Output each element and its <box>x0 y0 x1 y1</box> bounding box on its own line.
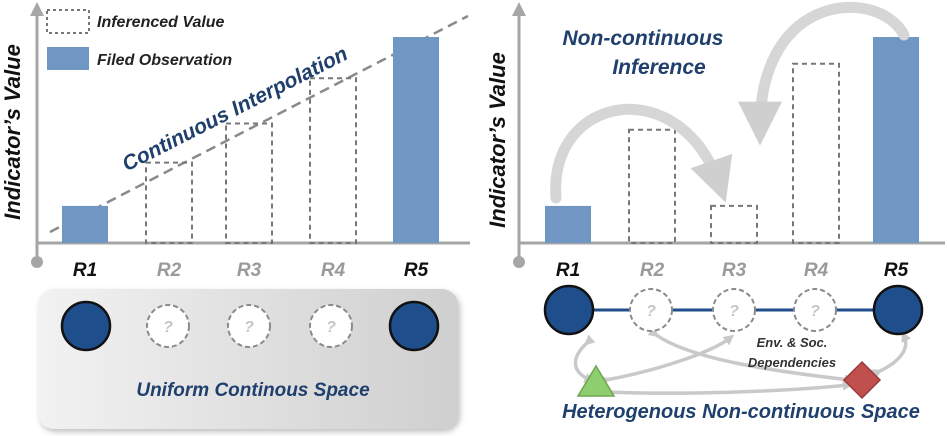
right-bar-r5 <box>873 37 919 243</box>
heterogenous-space-caption: Heterogenous Non-continuous Space <box>562 401 920 423</box>
right-bar-r2 <box>628 128 676 244</box>
graph-node-unknown-2 <box>629 288 673 332</box>
uniform-space-node-question-mark-3: ? <box>244 319 254 336</box>
right-region-label-r3: R3 <box>722 260 747 281</box>
inference-arrow-r1-r3 <box>550 103 733 204</box>
graph-node-unknown-4 <box>793 288 837 332</box>
uniform-space-panel <box>38 289 458 429</box>
right-panel: Indicator’s Value Non-continuous Inferen… <box>485 2 945 423</box>
uniform-space-node-question-mark-2: ? <box>163 319 173 336</box>
environment-triangle-icon <box>576 364 616 397</box>
left-bar-r5 <box>393 37 439 243</box>
uniform-space-node-unknown-4 <box>309 304 353 348</box>
left-region-label-r3: R3 <box>237 260 262 281</box>
right-bar-r4 <box>792 62 840 244</box>
inference-label-line1: Non-continuous <box>563 27 724 50</box>
right-bar-r1 <box>545 205 591 243</box>
left-region-labels: R1 R2 R3 R4 R5 <box>73 260 429 281</box>
right-bar-r3 <box>710 204 758 244</box>
right-region-label-r5: R5 <box>884 260 909 281</box>
left-region-label-r2: R2 <box>157 260 182 281</box>
left-axis-origin-dot <box>31 256 43 268</box>
graph-node-unknown-3 <box>712 288 756 332</box>
inference-arrow-r5-r2 <box>738 2 910 146</box>
dependency-r2-diamond <box>647 326 856 385</box>
left-bar-r1 <box>62 205 108 243</box>
social-diamond-icon <box>842 360 882 400</box>
uniform-space-node-observed-5 <box>388 300 440 352</box>
right-y-axis-label: Indicator’s Value <box>485 52 510 228</box>
left-region-label-r1: R1 <box>73 260 97 281</box>
right-region-label-r4: R4 <box>804 260 829 281</box>
graph-node-question-mark-4: ? <box>810 303 820 320</box>
left-bar-r3 <box>225 122 273 244</box>
left-y-axis-label: Indicator’s Value <box>0 44 25 220</box>
uniform-space-node-unknown-2 <box>146 304 190 348</box>
dependency-label-line1: Env. & Soc. <box>757 335 828 350</box>
left-region-label-r5: R5 <box>404 260 429 281</box>
left-bars <box>62 37 439 244</box>
uniform-space-node-question-mark-4: ? <box>326 319 336 336</box>
right-axis-origin-dot <box>513 256 525 268</box>
dependency-label-line2: Dependencies <box>748 355 836 370</box>
right-region-labels: R1 R2 R3 R4 R5 <box>556 260 909 281</box>
left-bar-r4 <box>309 77 357 244</box>
left-bar-r2 <box>145 161 193 244</box>
graph-nodes: ??? <box>543 284 924 336</box>
right-y-axis-arrow <box>512 2 526 16</box>
graph-node-observed-1 <box>543 284 595 336</box>
graph-node-question-mark-2: ? <box>646 303 656 320</box>
uniform-space-node-observed-1 <box>60 300 112 352</box>
uniform-space-nodes: ??? <box>60 300 440 352</box>
left-panel: Indicator’s Value Inferenced Value Filed… <box>0 2 470 429</box>
legend-inferenced-swatch <box>46 9 90 34</box>
uniform-space-node-unknown-3 <box>227 304 271 348</box>
legend-inferenced-label: Inferenced Value <box>97 14 225 31</box>
right-region-label-r1: R1 <box>556 260 580 281</box>
right-region-label-r2: R2 <box>640 260 665 281</box>
dependency-r1-triangle <box>573 334 596 383</box>
legend-observed-swatch <box>47 47 89 70</box>
graph-node-observed-5 <box>872 284 924 336</box>
uniform-space-caption: Uniform Continous Space <box>136 380 370 401</box>
left-region-label-r4: R4 <box>321 260 346 281</box>
dependency-triangle-diamond <box>600 380 854 398</box>
inference-label-line2: Inference <box>612 56 706 79</box>
left-legend: Inferenced Value Filed Observation <box>46 9 232 70</box>
left-y-axis-arrow <box>30 2 44 16</box>
dependency-diamond-r5 <box>871 331 912 379</box>
graph-node-question-mark-3: ? <box>729 303 739 320</box>
legend-observed-label: Filed Observation <box>97 52 232 69</box>
right-bars <box>545 37 919 244</box>
